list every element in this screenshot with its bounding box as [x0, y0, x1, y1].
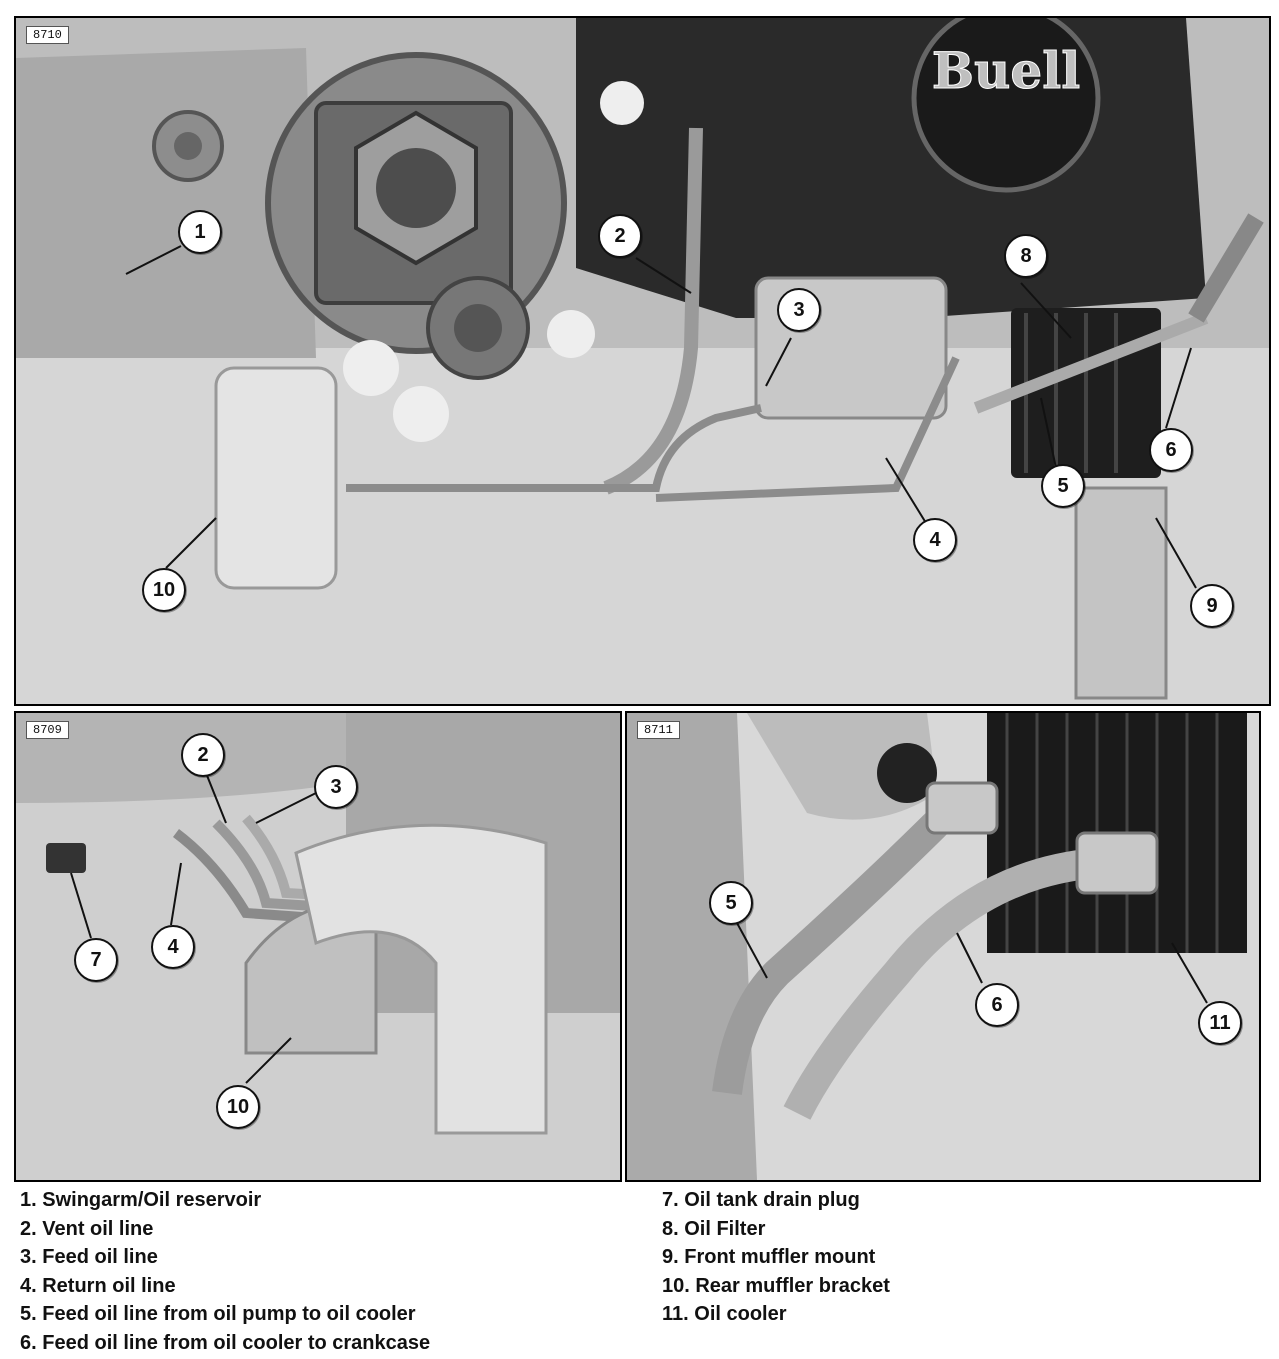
- callout-2: 2: [598, 214, 642, 258]
- legend-item: 6. Feed oil line from oil cooler to cran…: [20, 1331, 431, 1354]
- legend-item: 7. Oil tank drain plug: [662, 1189, 860, 1211]
- callout-1: 1: [178, 210, 222, 254]
- legend-item: 4. Return oil line: [20, 1274, 176, 1297]
- callout-2: 2: [181, 733, 225, 777]
- legend-item: 11. Oil cooler: [662, 1303, 787, 1325]
- figure-id-label: 8709: [26, 721, 69, 739]
- callout-10: 10: [142, 568, 186, 612]
- callout-6: 6: [975, 983, 1019, 1027]
- photo-8709: 8709 2 3 4 7 10: [14, 711, 622, 1182]
- callout-9: 9: [1190, 584, 1234, 628]
- callout-10: 10: [216, 1085, 260, 1129]
- legend-item: 5. Feed oil line from oil pump to oil co…: [20, 1303, 416, 1325]
- legend-item: 2. Vent oil line: [20, 1217, 154, 1240]
- figure-id-label: 8710: [26, 26, 69, 44]
- callout-5: 5: [709, 881, 753, 925]
- legend-right: 7. Oil tank drain plug 8. Oil Filter 9. …: [662, 1186, 890, 1329]
- callout-3: 3: [777, 288, 821, 332]
- callout-11: 11: [1198, 1001, 1242, 1045]
- callout-7: 7: [74, 938, 118, 982]
- legend-item: 9. Front muffler mount: [662, 1246, 876, 1268]
- legend-left: 1. Swingarm/Oil reservoir 2. Vent oil li…: [20, 1186, 430, 1357]
- callout-5: 5: [1041, 464, 1085, 508]
- oil-cooler-illustration: [627, 713, 1259, 1180]
- photo-8710: Buell: [14, 16, 1271, 706]
- callout-4: 4: [913, 518, 957, 562]
- photo-8711: 8711 5 6 11: [625, 711, 1261, 1182]
- engine-right-side-illustration: Buell: [16, 18, 1269, 704]
- legend-item: 3. Feed oil line: [20, 1246, 158, 1268]
- callout-6: 6: [1149, 428, 1193, 472]
- callout-8: 8: [1004, 234, 1048, 278]
- legend-item: 1. Swingarm/Oil reservoir: [20, 1189, 262, 1211]
- figure-id-label: 8711: [637, 721, 680, 739]
- callout-3: 3: [314, 765, 358, 809]
- legend-item: 10. Rear muffler bracket: [662, 1274, 890, 1297]
- legend-item: 8. Oil Filter: [662, 1217, 766, 1240]
- callout-4: 4: [151, 925, 195, 969]
- svg-text:Buell: Buell: [932, 41, 1080, 100]
